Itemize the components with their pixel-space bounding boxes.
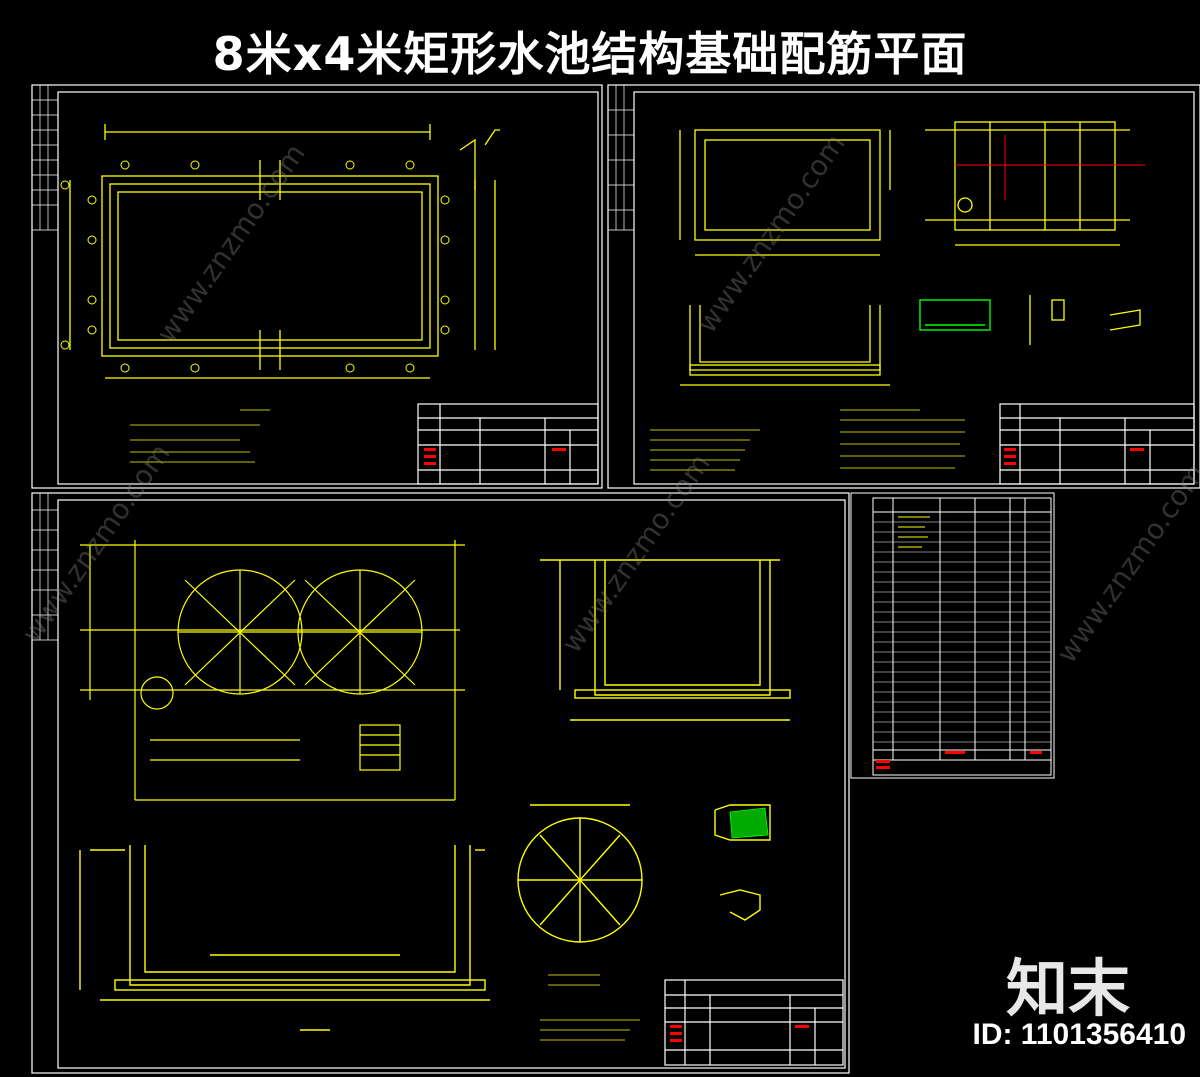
index-table-entries [898, 516, 930, 548]
id-label: ID: 1101356410 [972, 1018, 1186, 1051]
text-lines-top-right [840, 419, 965, 469]
brand-logo: 知末 [1005, 952, 1130, 1025]
pool-plan-drawing [60, 124, 500, 463]
sheet-top-right [607, 84, 1200, 489]
sheet-bottom [31, 492, 850, 1074]
red-annotations [955, 135, 1145, 200]
bottom-section-aa-drawing [79, 845, 490, 1031]
sheet-top-left [31, 84, 603, 489]
foundation-plan-drawing [80, 540, 465, 801]
index-table-red-cells [876, 751, 1042, 769]
page-title: 8米x4米矩形水池结构基础配筋平面 [212, 27, 968, 81]
green-hatch-section [919, 299, 991, 331]
green-hatch-detail [729, 807, 769, 839]
title-block-red-text [424, 448, 1144, 1042]
sheet-index [850, 492, 1055, 779]
pool-sections-drawing [650, 121, 1141, 471]
bottom-section-right-drawing [517, 559, 791, 1041]
